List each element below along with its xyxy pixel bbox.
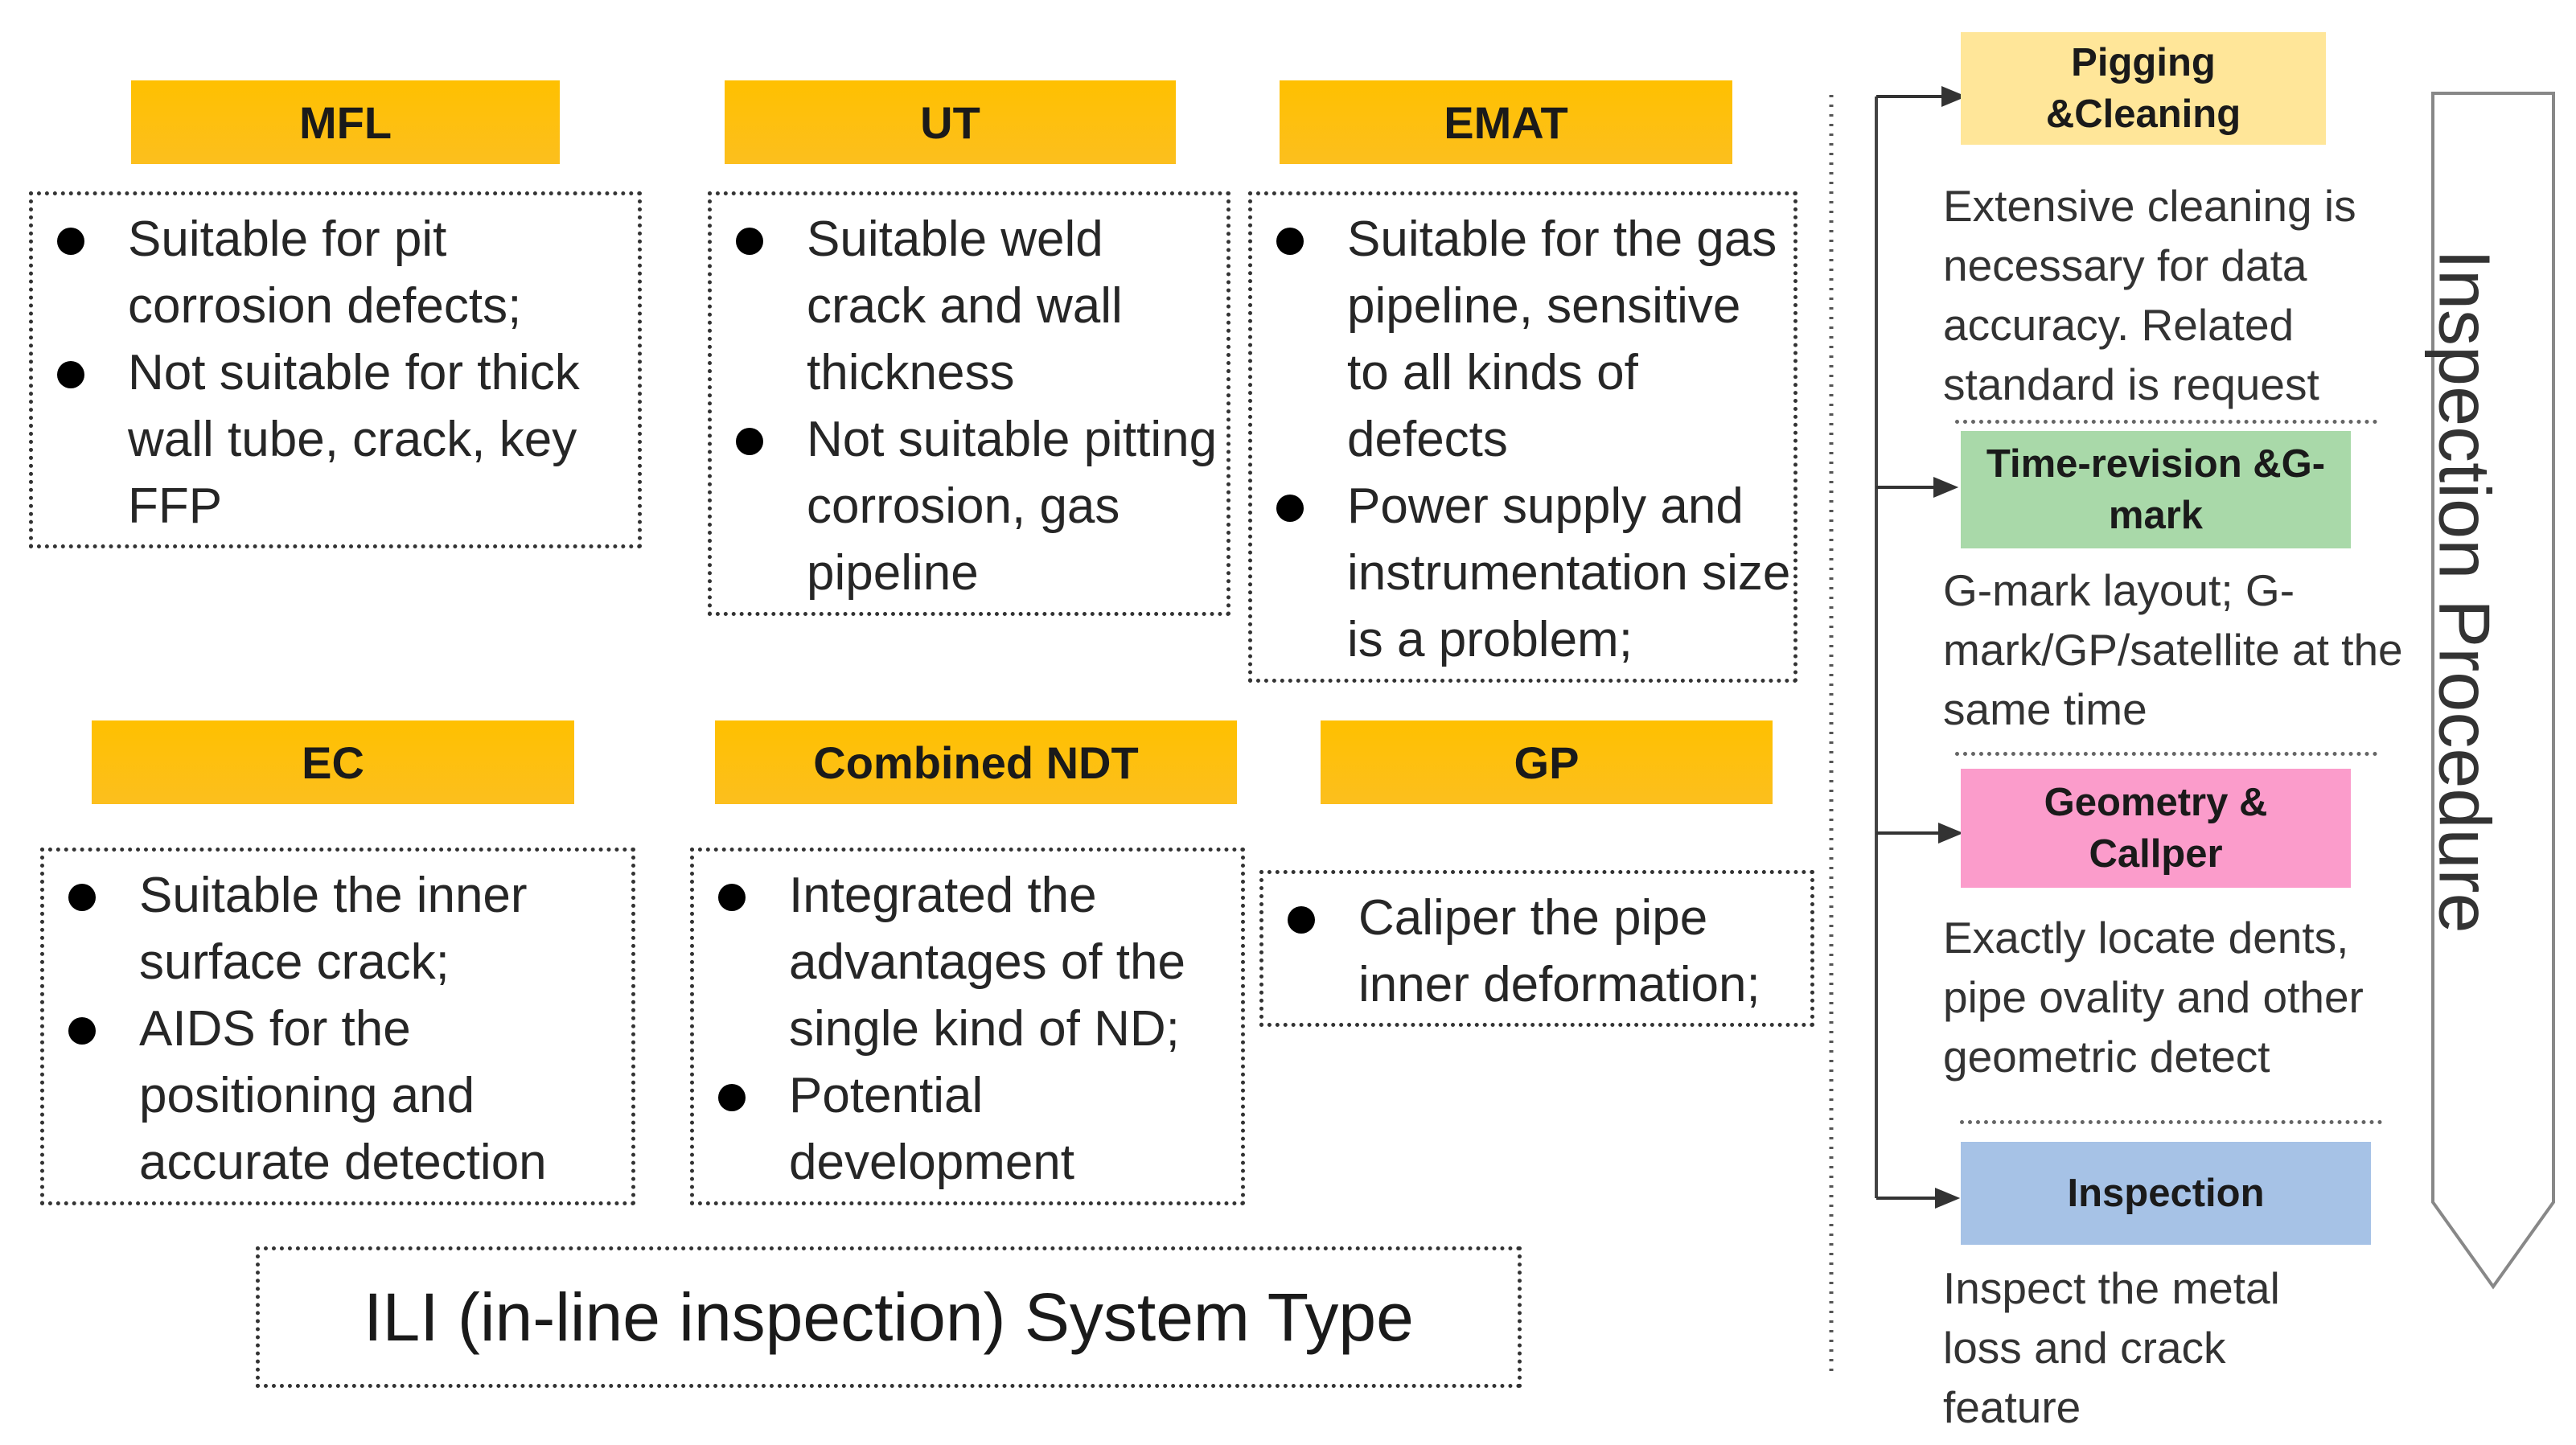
- bullet-icon: [736, 428, 763, 455]
- separator-line: [1960, 1120, 2382, 1124]
- emat-bullet: Suitable for the gas pipeline, sensitive…: [1252, 206, 1793, 473]
- ec-box: Suitable the inner surface crack; AIDS f…: [40, 848, 635, 1205]
- ili-system-type-title: ILI (in-line inspection) System Type: [256, 1246, 1522, 1388]
- separator-line: [1955, 752, 2377, 756]
- procedure-chevron: [2431, 92, 2555, 1290]
- bullet-icon: [718, 884, 746, 911]
- ut-header: UT: [725, 80, 1176, 164]
- ec-header: EC: [92, 720, 574, 804]
- emat-box: Suitable for the gas pipeline, sensitive…: [1248, 191, 1797, 683]
- combined-ndt-bullet: Potential development: [694, 1062, 1241, 1196]
- arrow-geometry: [1876, 823, 1964, 844]
- step-time-revision-gmark: Time-revision &G-mark: [1961, 431, 2351, 548]
- inspection-procedure-label: Inspection Procedure: [2423, 248, 2504, 934]
- bullet-icon: [57, 361, 84, 388]
- ec-bullet: Suitable the inner surface crack;: [44, 862, 631, 995]
- gp-box: Caliper the pipe inner deformation;: [1259, 870, 1814, 1027]
- bullet-icon: [68, 1017, 96, 1045]
- mfl-header: MFL: [131, 80, 560, 164]
- step-pigging-cleaning: Pigging &Cleaning: [1961, 32, 2326, 145]
- arrow-time-revision: [1876, 477, 1959, 498]
- combined-ndt-header: Combined NDT: [715, 720, 1237, 804]
- step-pigging-cleaning-desc: Extensive cleaning is necessary for data…: [1943, 181, 2356, 409]
- emat-bullet: Power supply and instrumentation size is…: [1252, 473, 1793, 673]
- ut-box: Suitable weld crack and wall thickness N…: [708, 191, 1230, 616]
- step-geometry-callper: Geometry & Callper: [1961, 769, 2351, 888]
- combined-ndt-bullet: Integrated the advantages of the single …: [694, 862, 1241, 1062]
- arrow-inspection: [1876, 1188, 1961, 1209]
- gp-header: GP: [1321, 720, 1773, 804]
- bullet-icon: [68, 884, 96, 911]
- emat-header: EMAT: [1280, 80, 1732, 164]
- bullet-icon: [57, 228, 84, 255]
- ut-bullet: Suitable weld crack and wall thickness: [712, 206, 1226, 406]
- combined-ndt-box: Integrated the advantages of the single …: [690, 848, 1245, 1205]
- step-inspection-desc: Inspect the metal loss and crack feature: [1943, 1263, 2280, 1432]
- bullet-icon: [736, 228, 763, 255]
- step-geometry-callper-desc: Exactly locate dents, pipe ovality and o…: [1943, 913, 2364, 1082]
- ut-bullet: Not suitable pitting corrosion, gas pipe…: [712, 406, 1226, 606]
- gp-bullet: Caliper the pipe inner deformation;: [1263, 885, 1810, 1018]
- step-time-revision-gmark-desc: G-mark layout; G-mark/GP/satellite at th…: [1943, 565, 2403, 734]
- separator-line: [1955, 420, 2377, 424]
- mfl-box: Suitable for pit corrosion defects; Not …: [29, 191, 642, 548]
- arrow-pigging: [1876, 86, 1967, 107]
- ec-bullet: AIDS for the positioning and accurate de…: [44, 995, 631, 1196]
- bullet-icon: [1276, 495, 1304, 522]
- bullet-icon: [1276, 228, 1304, 255]
- mfl-bullet: Not suitable for thick wall tube, crack,…: [33, 339, 638, 540]
- bullet-icon: [718, 1084, 746, 1111]
- step-inspection: Inspection: [1961, 1142, 2371, 1245]
- bullet-icon: [1288, 906, 1315, 934]
- mfl-bullet: Suitable for pit corrosion defects;: [33, 206, 638, 339]
